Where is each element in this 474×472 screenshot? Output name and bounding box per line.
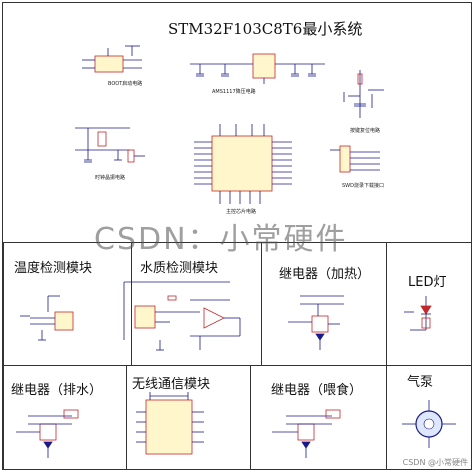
panel-relay-feed-title: 继电器（喂食） — [271, 383, 363, 398]
wireless-module-circuit — [136, 392, 204, 455]
relay-heat-circuit — [288, 295, 344, 350]
clock-circuit-label: 时钟晶振电路 — [95, 175, 126, 181]
panel-temperature-title: 温度检测模块 — [14, 261, 93, 276]
swd-interface-label: SWD烧录下载接口 — [342, 183, 384, 189]
reset-circuit-label: 按键复位电路 — [350, 128, 381, 134]
main-title: STM32F103C8T6最小系统 — [168, 20, 363, 38]
relay-drain-circuit — [16, 409, 79, 458]
panel-water-quality-title: 水质检测模块 — [140, 261, 219, 276]
credit-label: CSDN @小常硬件 — [402, 458, 468, 467]
panel-led-title: LED灯 — [408, 275, 447, 290]
panel-air-pump-title: 气泵 — [407, 375, 434, 390]
panel-relay-heat-title: 继电器（加热） — [279, 267, 371, 282]
mcu-circuit-label: 主控芯片电路 — [226, 209, 257, 215]
ams1117-circuit — [190, 53, 325, 84]
watermark: CSDN：小常硬件 — [94, 222, 348, 257]
boot-circuit — [82, 45, 142, 73]
swd-interface — [330, 145, 380, 173]
panel-air-pump: 气泵 — [386, 365, 472, 470]
panel-wireless-title: 无线通信模块 — [132, 377, 211, 392]
reset-circuit — [343, 70, 384, 118]
panel-relay-drain-title: 继电器（排水） — [11, 383, 103, 398]
ams1117-circuit-label: AMS1117降压电路 — [212, 89, 256, 95]
boot-circuit-label: BOOT启动电路 — [108, 81, 143, 87]
led-circuit — [404, 296, 432, 331]
water-quality-circuit — [123, 281, 241, 351]
clock-circuit — [75, 127, 145, 163]
air-pump-motor-symbol — [402, 400, 456, 448]
temperature-sensor-circuit — [20, 295, 74, 341]
relay-feed-circuit — [272, 409, 341, 458]
mcu-circuit — [194, 124, 292, 204]
